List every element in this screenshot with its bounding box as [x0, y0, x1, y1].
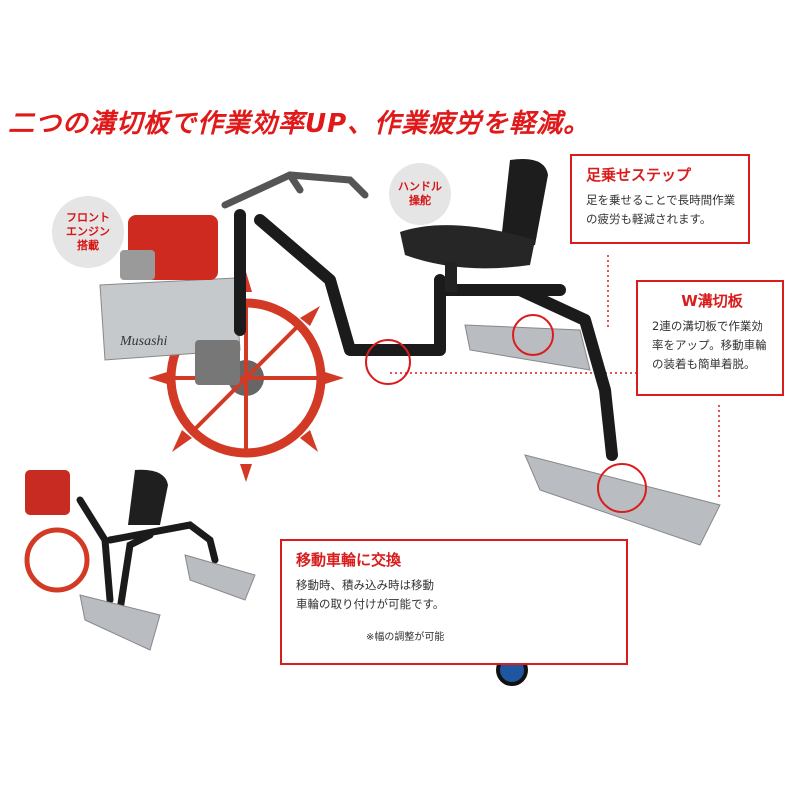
- foot-step-callout: 足乗せステップ 足を乗せることで長時間作業 の疲労も軽減されます。: [570, 154, 750, 244]
- w-plate-callout: W溝切板 2連の溝切板で作業効 率をアップ。移動車輪 の装着も簡単着脱。: [636, 280, 784, 396]
- callout-line: の装着も簡単着脱。: [652, 357, 756, 371]
- callout-line: 移動時、積み込み時は移動: [296, 578, 434, 592]
- callout-title: 移動車輪に交換: [296, 551, 402, 569]
- handle-steering-bubble: ハンドル 操舵: [389, 163, 451, 225]
- handle-bar-icon: [221, 171, 369, 209]
- callout-body: 2連の溝切板で作業効 率をアップ。移動車輪 の装着も簡単着脱。: [652, 317, 772, 374]
- frame-icon: [234, 209, 618, 461]
- small-machine-icon: [24, 469, 256, 651]
- bubble-line: エンジン: [66, 225, 110, 238]
- bubble-line: 搭載: [77, 239, 99, 252]
- callout-line: 2連の溝切板で作業効: [652, 319, 763, 333]
- connector-lines: [390, 255, 720, 500]
- callout-title: 足乗せステップ: [586, 166, 692, 184]
- engine-icon: Musashi: [99, 215, 241, 385]
- callout-line: 車輪の取り付けが可能です。: [296, 597, 445, 611]
- width-adjust-note: ※幅の調整が可能: [366, 632, 445, 643]
- highlight-circles: [365, 314, 647, 513]
- callout-line: の疲労も軽減されます。: [586, 212, 712, 226]
- bubble-line: ハンドル: [398, 180, 442, 193]
- bubble-line: 操舵: [409, 194, 431, 207]
- front-engine-bubble: フロント エンジン 搭載: [52, 196, 124, 268]
- callout-body: 足を乗せることで長時間作業 の疲労も軽減されます。: [586, 191, 738, 229]
- brand-logo: Musashi: [119, 334, 168, 349]
- headline: 二つの溝切板で作業効率UP、作業疲労を軽減。: [8, 109, 591, 139]
- bubble-line: フロント: [66, 211, 110, 224]
- callout-body: 移動時、積み込み時は移動 車輪の取り付けが可能です。: [296, 576, 614, 614]
- seat-icon: [400, 159, 548, 292]
- callout-line: 足を乗せることで長時間作業: [586, 193, 736, 207]
- callout-title: W溝切板: [681, 292, 743, 310]
- callout-line: 率をアップ。移動車輪: [652, 338, 767, 352]
- w-plate-icon: [464, 324, 721, 546]
- wheels-callout: 移動車輪に交換 移動時、積み込み時は移動 車輪の取り付けが可能です。 ※幅の調整…: [280, 539, 628, 665]
